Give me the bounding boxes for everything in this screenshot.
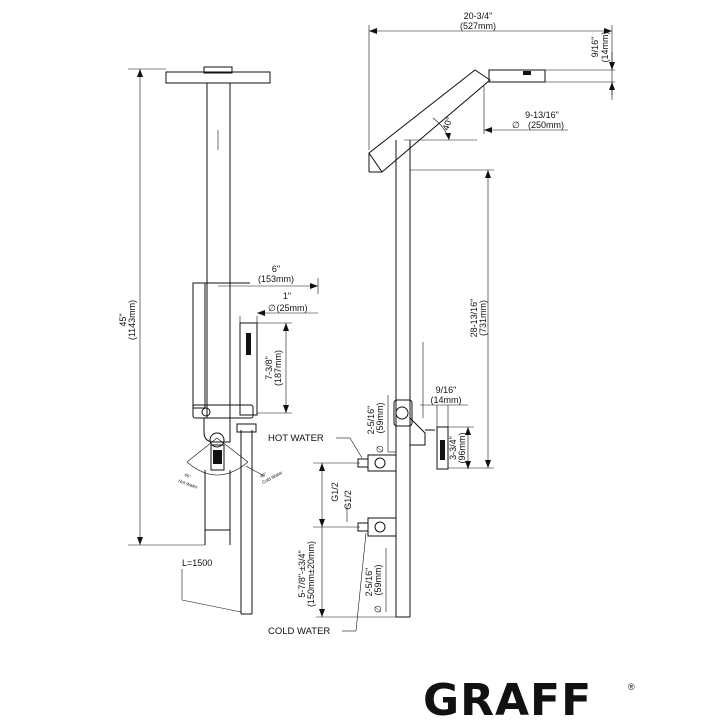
shower-arm (368, 69, 491, 173)
ceiling-flange (165, 71, 271, 84)
handle-thickness-imperial: 9/16" (436, 385, 457, 395)
hot-water-label: HOT WATER (268, 433, 324, 444)
handshower-len-metric: (187mm) (273, 350, 283, 386)
handshower-dia-metric: (25mm) (277, 303, 308, 313)
head-thickness-imperial: 9/16" (590, 37, 600, 58)
hand-shower-bracket (192, 282, 206, 409)
brand-name: GRAFF (423, 675, 592, 720)
arm-angle: 40° (440, 115, 454, 132)
brand-logo: GRAFF ® (423, 675, 635, 720)
height-imperial: 45" (118, 313, 128, 326)
offset-imperial: 6" (272, 264, 280, 274)
side-view: 20-3/4" (527mm) 9/16" (14mm) 9-13/16" ∅ … (268, 11, 615, 637)
head-dia-metric: (250mm) (528, 120, 564, 130)
hot-supply-fitting (367, 454, 397, 472)
riser-height-imperial: 28-13/16" (469, 299, 479, 338)
hose-length: L=1500 (182, 558, 212, 568)
centers-metric: (150mm±20mm) (306, 541, 316, 607)
diverter-knob (395, 406, 409, 420)
side-holder (409, 417, 426, 446)
cold-supply-fitting (367, 517, 397, 537)
diverter-body (192, 404, 254, 419)
arm-length-imperial: 20-3/4" (464, 11, 493, 21)
hot-rotation-label: Hot Water (178, 478, 199, 490)
rotation-arc (186, 461, 249, 476)
pipe-dia-lower-symbol: ∅ (373, 605, 383, 613)
handshower-dia-symbol: ∅ (268, 303, 276, 313)
flange-cap (203, 66, 233, 74)
arm-length-metric: (527mm) (460, 21, 496, 31)
handle-len-imperial: 3-3/4" (448, 436, 458, 460)
handle-thickness-metric: (14mm) (431, 395, 462, 405)
handshower-len-imperial: 7-3/8" (264, 356, 274, 380)
pipe-dia-upper-imperial: 2-5/16" (366, 406, 376, 435)
pipe-dia-upper-symbol: ∅ (375, 445, 385, 453)
riser-height-metric: (731mm) (478, 300, 488, 336)
pipe-dia-upper-metric: (59mm) (375, 402, 385, 433)
offset-metric: (153mm) (258, 274, 294, 284)
handle-len-metric: (96mm) (457, 432, 467, 463)
head-thickness-metric: (14mm) (600, 31, 610, 62)
front-view: 45" (1143mm) 6" (153mm) ∅ 1" (25mm) 7-3/… (118, 66, 319, 615)
pipe-dia-lower-metric: (59mm) (373, 564, 383, 595)
hand-shower-grip (246, 333, 251, 355)
hand-shower (239, 322, 258, 416)
thread-1-label: G1/2 (330, 482, 340, 502)
hot-rotation-angle: 45° (184, 472, 192, 479)
brand-registered-mark: ® (628, 682, 635, 692)
centers-imperial: 5-7/8"-±3/4" (297, 550, 307, 597)
handshower-dia-imperial: 1" (283, 291, 291, 301)
head-dia-imperial: 9-13/16" (525, 110, 559, 120)
height-metric: (1143mm) (127, 300, 137, 340)
rain-head-nozzle (523, 71, 531, 75)
side-hand-shower (436, 426, 449, 470)
mixer-valve (203, 418, 231, 443)
cold-rotation-angle: 45° (259, 471, 268, 479)
pipe-dia-lower-imperial: 2-5/16" (364, 568, 374, 597)
rain-head (488, 69, 546, 83)
thread-2-label: G1/2 (343, 490, 353, 510)
cold-water-label: COLD WATER (268, 626, 330, 637)
head-dia-symbol: ∅ (512, 120, 520, 130)
